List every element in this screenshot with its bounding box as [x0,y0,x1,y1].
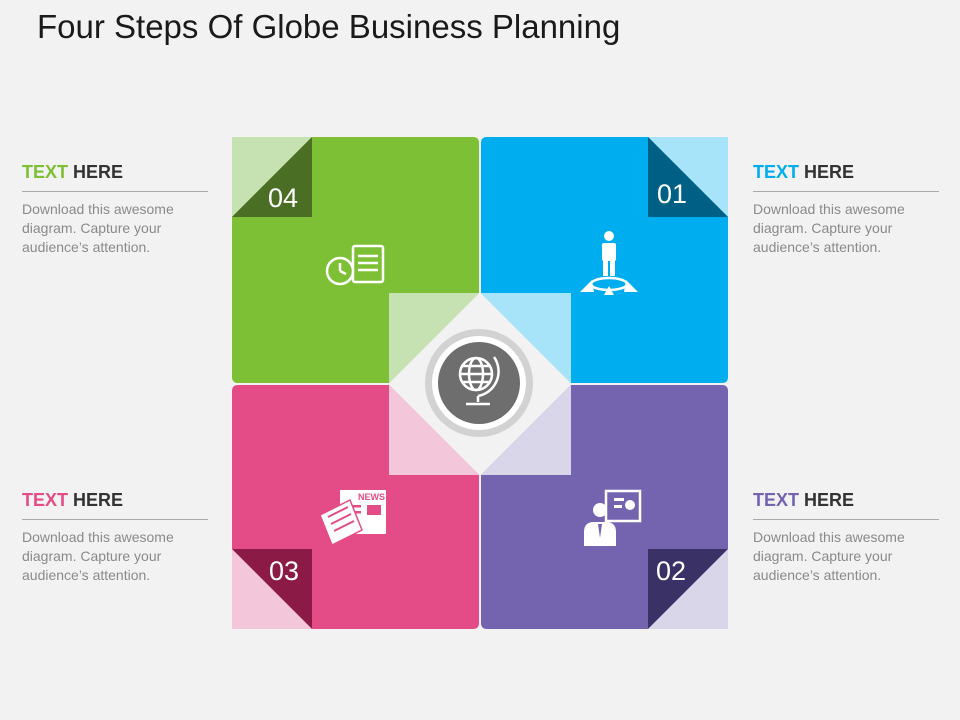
heading-rest: HERE [73,490,124,510]
step-04-fold-dark [232,137,312,217]
text-block-step-04: TEXT HERE Download this awesome diagram.… [22,162,210,257]
globe-icon [458,356,500,406]
heading-accent: TEXT [753,490,800,510]
text-block-body: Download this awesome diagram. Capture y… [753,529,905,583]
text-block-heading: TEXT HERE [753,162,939,192]
step-02-corner-fold [481,385,571,475]
text-block-body: Download this awesome diagram. Capture y… [22,201,174,255]
text-block-heading: TEXT HERE [753,490,939,520]
person-arrows-icon [580,231,638,295]
heading-rest: HERE [804,162,855,182]
heading-accent: TEXT [22,490,69,510]
step-03-corner-fold [389,385,479,475]
step-01-corner-fold [481,293,571,383]
page-title: Four Steps Of Globe Business Planning [37,8,621,45]
step-card-02: 02 [481,385,728,629]
heading-rest: HERE [804,490,855,510]
text-block-heading: TEXT HERE [22,490,208,520]
text-block-step-01: TEXT HERE Download this awesome diagram.… [753,162,941,257]
step-04-corner-fold [389,293,479,383]
step-card-01: 01 [481,137,728,383]
heading-accent: TEXT [22,162,69,182]
clock-calendar-icon [325,244,385,286]
newspaper-icon: NEWS [319,490,386,547]
text-block-body: Download this awesome diagram. Capture y… [22,529,174,583]
text-block-step-03: TEXT HERE Download this awesome diagram.… [22,490,210,585]
step-card-03: 03 NEWS [232,385,479,629]
presenter-icon [584,489,642,546]
heading-accent: TEXT [753,162,800,182]
text-block-body: Download this awesome diagram. Capture y… [753,201,905,255]
step-01-fold-dark [648,137,728,217]
step-02-number: 02 [656,556,686,586]
heading-rest: HERE [73,162,124,182]
step-02-fold-light [648,549,728,629]
step-01-number: 01 [657,179,687,209]
step-04-number: 04 [268,183,298,213]
step-03-fold-light [232,549,312,629]
step-03-number: 03 [269,556,299,586]
text-block-step-02: TEXT HERE Download this awesome diagram.… [753,490,941,585]
center-medallion [423,327,535,439]
newspaper-icon-label: NEWS [358,492,385,502]
step-card-04: 04 [232,137,479,383]
text-block-heading: TEXT HERE [22,162,208,192]
